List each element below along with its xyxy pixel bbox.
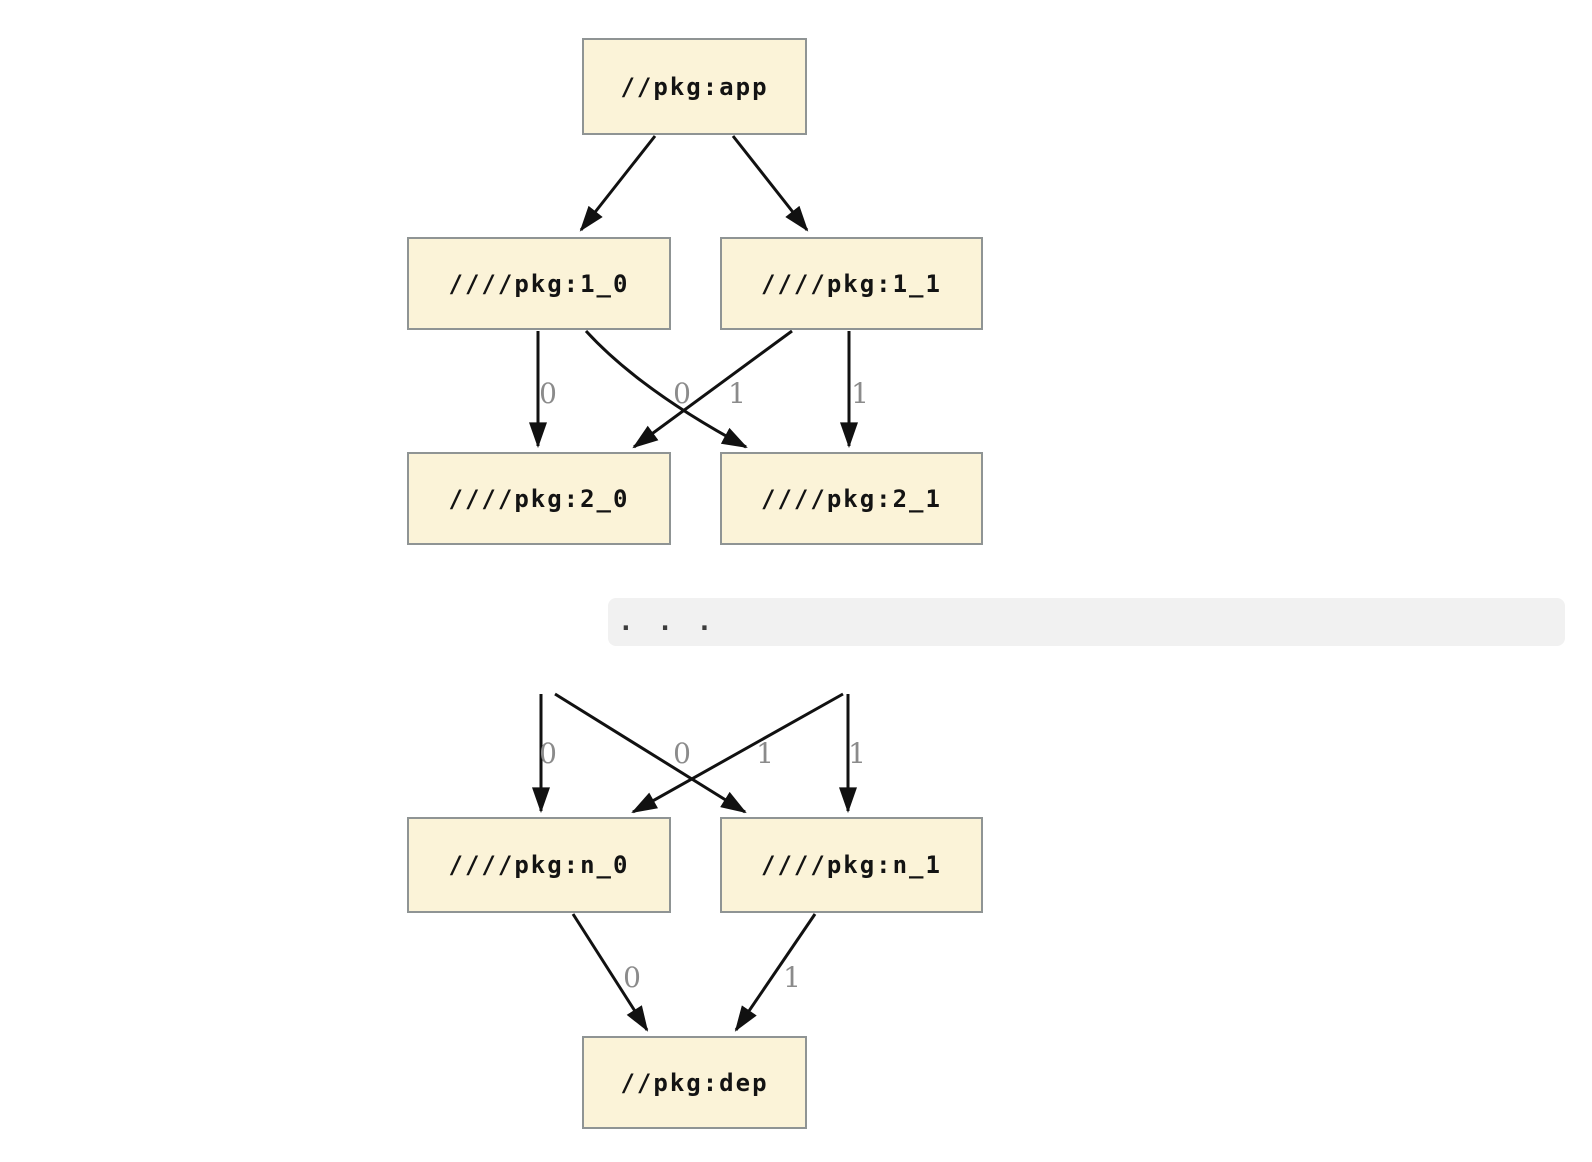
ellipsis-dots: . . . [618, 607, 717, 637]
edge-label-1_0-2_0: 0 [539, 377, 557, 410]
node-pkg-n_1: ////pkg:n_1 [720, 817, 983, 913]
node-pkg-n_0: ////pkg:n_0 [407, 817, 671, 913]
node-pkg-1_1-label: ////pkg:1_1 [761, 269, 942, 298]
edge-label-dots-n_0-straight: 0 [539, 737, 557, 770]
edge-label-dots-n_1-cross: 1 [756, 737, 774, 770]
edge-label-n_1-dep: 1 [783, 961, 801, 994]
node-pkg-app: //pkg:app [582, 38, 807, 135]
node-pkg-2_1: ////pkg:2_1 [720, 452, 983, 545]
edge-app-1_0 [579, 135, 657, 232]
edge-n_0-dep [571, 913, 649, 1032]
node-pkg-dep-label: //pkg:dep [620, 1068, 769, 1097]
node-pkg-app-label: //pkg:app [620, 72, 769, 101]
edge-n_1-dep [734, 913, 817, 1032]
edge-label-n_0-dep: 0 [623, 961, 641, 994]
edge-label-1_1-2_1: 1 [851, 377, 869, 410]
node-pkg-2_0: ////pkg:2_0 [407, 452, 671, 545]
node-pkg-1_1: ////pkg:1_1 [720, 237, 983, 330]
edge-dots-n_0-cross [631, 692, 844, 814]
edge-1_1-2_0 [632, 329, 793, 449]
edge-label-1_0-2_1: 1 [728, 377, 746, 410]
edge-app-1_1 [731, 135, 809, 232]
node-pkg-n_0-label: ////pkg:n_0 [448, 851, 630, 879]
node-pkg-2_1-label: ////pkg:2_1 [761, 484, 942, 513]
node-pkg-2_0-label: ////pkg:2_0 [448, 484, 630, 513]
node-pkg-1_0: ////pkg:1_0 [407, 237, 671, 330]
edge-label-dots-n_0-cross: 0 [673, 737, 691, 770]
node-pkg-dep: //pkg:dep [582, 1036, 807, 1129]
node-pkg-n_1-label: ////pkg:n_1 [761, 851, 942, 879]
ellipsis-band: . . . [608, 598, 1565, 646]
edge-dots-n_1-cross [554, 692, 747, 814]
node-pkg-1_0-label: ////pkg:1_0 [448, 269, 630, 298]
edge-label-1_1-2_0: 0 [673, 377, 691, 410]
edge-label-dots-n_1-straight: 1 [848, 737, 866, 770]
edge-1_0-2_1 [584, 329, 748, 449]
